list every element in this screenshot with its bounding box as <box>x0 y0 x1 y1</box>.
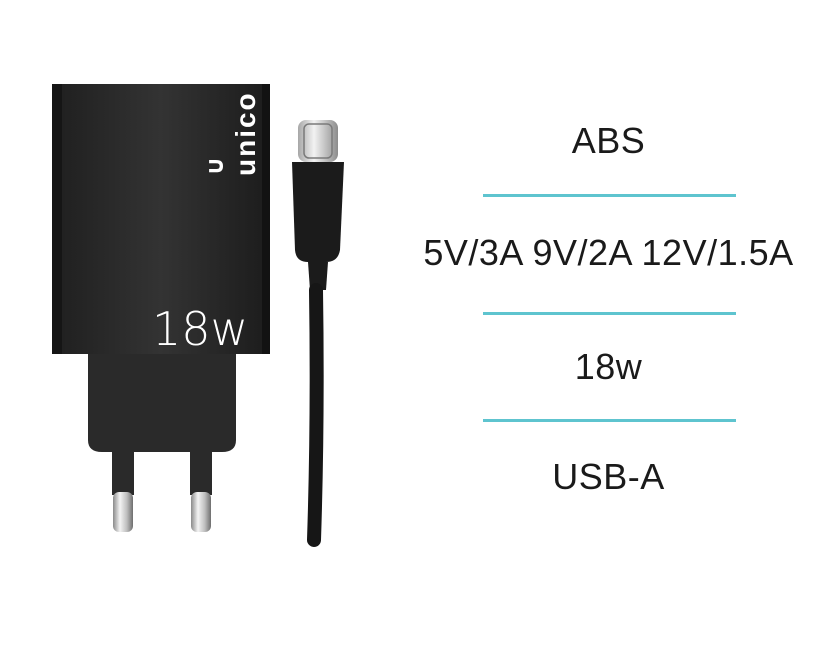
spec-material: ABS <box>571 120 646 161</box>
plug-pins <box>112 450 212 532</box>
divider <box>483 194 736 197</box>
usb-c-cable <box>292 120 344 547</box>
spec-output: 5V/3A 9V/2A 12V/1.5A <box>423 232 794 273</box>
spec-port: USB-A <box>552 456 665 497</box>
spec-power: 18w <box>574 346 643 387</box>
unico-icon: ∪ <box>202 154 229 177</box>
brand-logo: ∪ unico <box>202 91 261 177</box>
charger-body <box>52 84 270 354</box>
charger-illustration <box>52 84 344 547</box>
charger-product-image: ∪ unico 18w <box>0 0 400 657</box>
divider <box>483 312 736 315</box>
power-label: 18w <box>152 302 249 356</box>
divider <box>483 419 736 422</box>
spec-list: ABS 5V/3A 9V/2A 12V/1.5A 18w USB-A <box>400 0 817 657</box>
plug-base <box>88 354 236 452</box>
